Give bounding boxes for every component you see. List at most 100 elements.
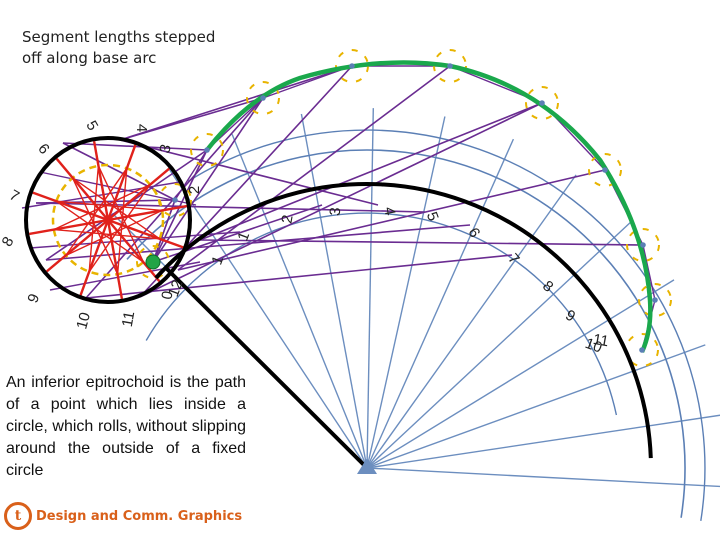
star-chord [55,200,144,263]
construction-chord [139,102,543,298]
tracing-point [145,254,161,270]
spoke [106,144,137,221]
locus-point [639,347,645,353]
locus-point [172,197,178,203]
rolling-circle-label: 7 [6,187,22,206]
locus-arc-mark [525,86,559,120]
star-chord [65,209,163,257]
construction-chord [177,169,606,271]
rolling-circle-label: 9 [24,292,43,306]
rolling-circle-label: 2 [186,186,203,194]
rolling-circle-label: 12 [165,278,187,299]
star-chord [53,228,160,240]
base-arc-radius [164,266,369,470]
rolling-circle-label: 0 [158,290,176,301]
fixed-centre-marker [357,458,377,474]
star-chord [53,183,151,231]
spoke [28,218,109,236]
rolling-circle-outline [24,136,192,304]
construction-ray [366,116,446,469]
construction-ray [366,467,720,488]
construction-chord [62,142,176,201]
construction-chord [21,181,181,209]
centre-path-arc [126,149,686,518]
locus-arc-mark [190,133,224,167]
base-arc-label: 10 [583,335,604,357]
construction-chord [45,224,471,261]
spoke [92,140,110,221]
rolling-circle [24,136,192,304]
star-chord [116,168,128,275]
locus-arc-mark [246,81,280,115]
star-chord [71,177,119,275]
spoke [106,219,124,300]
construction-ray [366,279,675,469]
construction-ray [366,174,577,469]
locus-point [447,63,453,69]
rolling-circle-label: 10 [73,311,94,332]
base-arc-label: 3 [327,207,345,217]
construction-ray [366,138,515,469]
locus-point [349,63,355,69]
construction-chord [199,102,543,241]
construction-ray [366,221,631,469]
construction-ray [366,108,374,469]
spoke [107,167,171,221]
brand: t Design and Comm. Graphics [4,502,242,530]
base-arc-label: 11 [592,331,610,350]
spoke [32,191,109,222]
spoke [45,219,109,273]
description: An inferior epitrochoid is the path of a… [6,374,246,479]
construction-chord [39,171,197,206]
spoke [55,157,109,221]
construction-ray [300,113,368,469]
epitrochoid-locus [205,60,653,353]
rolling-circle-label: 11 [119,310,138,328]
locus-curve [205,60,653,353]
construction-ray [366,344,706,469]
construction-chord [119,139,379,206]
locus-point [260,95,266,101]
trace-circle-outline [51,163,165,277]
construction-ray [366,414,720,469]
locus-chord [152,199,176,263]
locus-chord [174,149,208,201]
locus-arc-mark [158,183,192,217]
star-chord [88,184,151,273]
locus-chord [642,244,656,301]
outer-construction-arc [187,129,706,522]
construction-chord [119,65,353,141]
star-chord [88,165,100,272]
spoke [107,218,184,249]
caption: Segment lengths stepped off along base a… [22,28,216,67]
spoke [107,204,188,222]
base-arc-label: 6 [464,225,483,241]
spoke [79,219,110,296]
spoke [107,219,161,283]
locus-point [640,242,646,248]
rolling-circle-label: 5 [82,118,101,134]
locus-point [602,167,608,173]
star-chord [65,167,128,256]
construction-ray [231,133,368,469]
trace-circle [51,49,672,367]
construction-chord [85,254,513,299]
star-chord [72,177,161,240]
locus-point [539,100,545,106]
base-arc-label: 7 [504,250,522,267]
base-arc [154,182,653,470]
locus-point [204,147,210,153]
construction-ray [167,167,368,469]
star-chord [56,200,163,212]
locus-point [652,297,658,303]
construction-chord [152,97,264,263]
marker-points [145,63,658,474]
construction-chord [199,239,644,246]
rolling-circle-label: 4 [133,124,150,132]
locus-arc-mark [638,283,672,317]
construction-chord [177,65,451,271]
locus-arc-mark [626,228,660,262]
rolling-circle-label: 8 [0,234,18,250]
